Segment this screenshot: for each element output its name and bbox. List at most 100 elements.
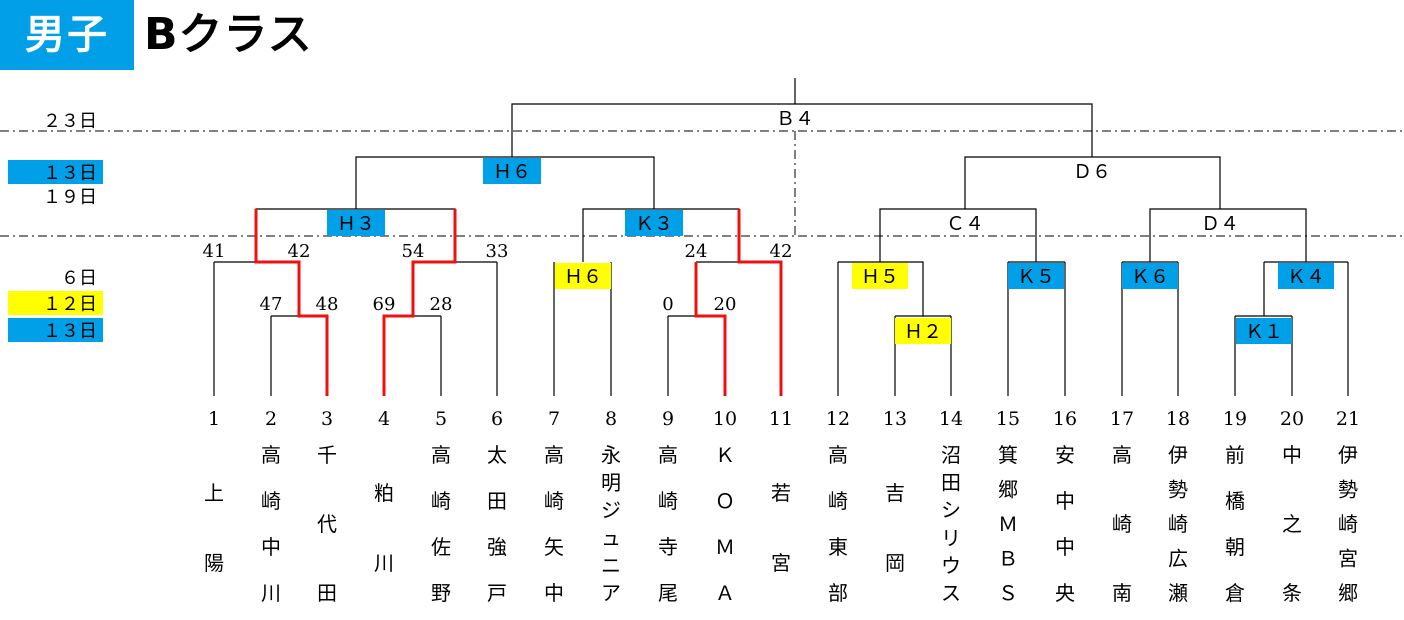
court-badge — [769, 107, 821, 129]
team-name-char: 崎 — [1168, 512, 1188, 536]
team-number: 8 — [605, 408, 617, 430]
team-name-char: 明 — [601, 471, 621, 495]
team-name-char: 東 — [828, 535, 848, 559]
team-name-char: 戸 — [487, 581, 507, 605]
team-name-char: 代 — [317, 512, 337, 536]
team-name-char: 千 — [317, 443, 337, 467]
team-name: 粕川 — [374, 481, 394, 575]
team-name: 中之条 — [1282, 443, 1302, 605]
team-name-char: 広 — [1168, 547, 1188, 571]
team-name-char: 岡 — [885, 551, 905, 575]
team-name-char: 沼 — [941, 443, 961, 467]
team-name-char: 高 — [828, 443, 848, 467]
score-label: 42 — [770, 241, 793, 262]
team-name-char: Ａ — [715, 581, 735, 605]
team-name-char: 高 — [1112, 443, 1132, 467]
team-name-char: 央 — [1055, 581, 1075, 605]
team-name-char: Ｍ — [715, 535, 735, 559]
team-name-char: 中 — [1282, 443, 1302, 467]
team-name-char: 勢 — [1168, 478, 1188, 502]
team-number: 12 — [826, 408, 850, 430]
team-name-char: 朝 — [1225, 535, 1245, 559]
team-name-char: 田 — [941, 471, 961, 495]
team-number: 7 — [548, 408, 560, 430]
court-label: Ｂ４ — [776, 108, 814, 130]
court-badge — [483, 158, 541, 184]
team-number: 17 — [1110, 408, 1134, 430]
team-name-char: 太 — [487, 443, 507, 467]
team-name-char: 前 — [1225, 443, 1245, 467]
team-name-char: 高 — [261, 443, 281, 467]
team-name-char: 野 — [431, 581, 451, 605]
team-number: 5 — [435, 408, 447, 430]
bracket-connector — [511, 103, 1093, 157]
team-name-char: 崎 — [1338, 512, 1358, 536]
court-label: Ｈ６ — [493, 161, 531, 183]
score-label: 20 — [714, 294, 737, 315]
team-name: 吉岡 — [885, 481, 905, 575]
team-name-char: 上 — [204, 481, 224, 505]
score-label: 54 — [402, 241, 425, 262]
court-badge — [555, 263, 611, 289]
score-label: 69 — [373, 294, 396, 315]
team-name-char: 崎 — [261, 489, 281, 513]
team-name-char: 矢 — [544, 535, 564, 559]
team-name: 上陽 — [204, 481, 224, 575]
team-name-char: Ｍ — [998, 512, 1018, 536]
court-badge — [852, 263, 908, 289]
team-name-char: 部 — [828, 581, 848, 605]
team-name-char: ジ — [601, 498, 621, 522]
team-number: 4 — [378, 408, 390, 430]
date-label: ６日 — [61, 268, 97, 289]
page-title: Bクラス — [144, 9, 313, 60]
team-name-char: 川 — [261, 581, 281, 605]
court-badge — [1194, 212, 1246, 234]
score-label: 0 — [662, 294, 673, 315]
team-name-char: 崎 — [431, 489, 451, 513]
team-name: 高崎南 — [1112, 443, 1132, 605]
team-name-char: 中 — [1055, 535, 1075, 559]
court-badge — [895, 318, 951, 344]
team-name-char: ス — [941, 581, 961, 605]
winner-path — [254, 209, 329, 396]
team-name-char: 佐 — [431, 535, 451, 559]
team-number: 13 — [883, 408, 907, 430]
team-name-char: Ｏ — [715, 489, 735, 513]
bracket-connector — [355, 156, 655, 209]
court-badge — [1008, 263, 1064, 289]
winner-path — [694, 262, 727, 396]
team-name-char: 伊 — [1338, 443, 1358, 467]
team-name-char: 崎 — [658, 489, 678, 513]
score-label: 33 — [486, 241, 509, 262]
title-badge: 男子 — [0, 0, 134, 70]
court-label: Ｃ４ — [946, 213, 984, 235]
team-name-char: 永 — [601, 443, 621, 467]
court-badge — [939, 212, 991, 234]
court-badge — [625, 210, 683, 236]
team-name-char: 条 — [1282, 581, 1302, 605]
team-name-char: 橋 — [1225, 489, 1245, 513]
team-number: 20 — [1280, 408, 1304, 430]
team-number: 6 — [491, 408, 503, 430]
team-name-char: ュ — [601, 526, 621, 550]
team-name-char: 田 — [317, 581, 337, 605]
team-name-char: リ — [941, 526, 961, 550]
court-label: Ｈ５ — [861, 266, 899, 288]
team-name-char: 中 — [261, 535, 281, 559]
team-name-char: 勢 — [1338, 478, 1358, 502]
team-name-char: 宮 — [771, 551, 791, 575]
team-name-char: ニ — [601, 553, 621, 577]
team-number: 2 — [265, 408, 277, 430]
winner-path — [382, 209, 457, 396]
court-label: Ｈ２ — [904, 321, 942, 343]
